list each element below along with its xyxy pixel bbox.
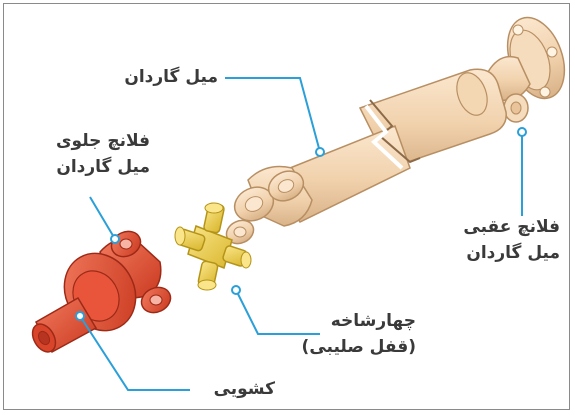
driveshaft-yoke [223,166,312,248]
label-driveshaft-text: میل گاردان [124,64,218,90]
leader-dot-rear-flange [518,128,526,136]
label-rear-flange: فلانچ عقبی میل گاردان [463,214,560,266]
slip-yoke [28,227,175,356]
leader-driveshaft [225,78,320,152]
label-cross-line2: (قفل صلیبی) [302,334,416,360]
label-cross: چهارشاخه (قفل صلیبی) [302,308,416,360]
label-cross-line1: چهارشاخه [302,308,416,334]
label-rear-flange-line1: فلانچ عقبی [463,214,560,240]
label-front-flange-line2: میل گاردان [56,154,150,180]
leader-dot-front-flange [111,235,119,243]
label-front-flange-line1: فلانچ جلوی [56,128,150,154]
leader-front-flange [90,197,115,239]
leader-dot-slip-yoke [76,312,84,320]
leader-dot-driveshaft [316,148,324,156]
label-slip-yoke: کشویی [214,376,275,402]
label-slip-yoke-text: کشویی [214,376,275,402]
label-driveshaft: میل گاردان [124,64,218,90]
label-rear-flange-line2: میل گاردان [463,240,560,266]
leader-dot-cross [232,286,240,294]
label-front-flange: فلانچ جلوی میل گاردان [56,128,150,180]
